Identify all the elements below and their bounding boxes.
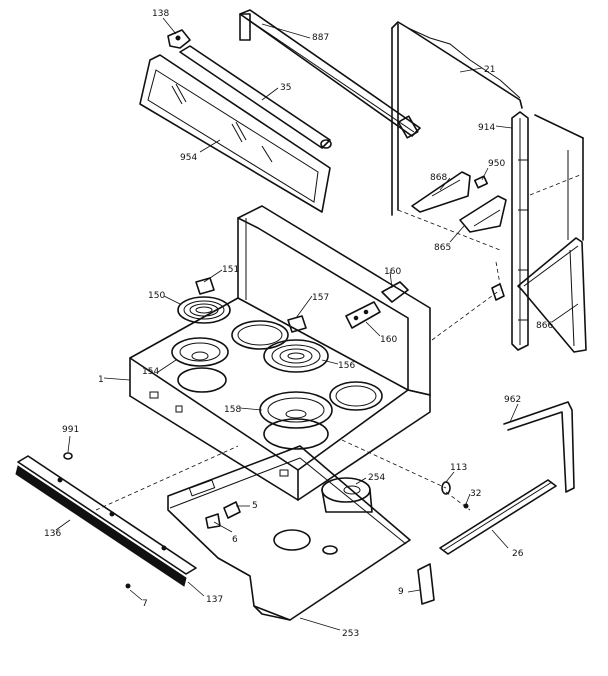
screw-991 <box>63 452 73 460</box>
burner-158 <box>259 391 333 450</box>
label-138: 138 <box>152 9 169 19</box>
rear-rail <box>239 9 421 139</box>
label-253: 253 <box>342 629 359 639</box>
label-7: 7 <box>142 599 148 609</box>
label-868: 868 <box>430 173 447 183</box>
screw-6 <box>205 513 221 529</box>
back-panel <box>391 21 584 251</box>
label-5: 5 <box>252 501 258 511</box>
receptacle-151 <box>195 277 215 295</box>
burner-154 <box>171 337 229 393</box>
label-26: 26 <box>512 549 524 559</box>
label-954: 954 <box>180 153 197 163</box>
label-160-bottom: 160 <box>380 335 397 345</box>
strip-26 <box>439 479 557 555</box>
label-866: 866 <box>536 321 553 331</box>
screw-5 <box>223 501 241 519</box>
callout-labels: 138 887 21 35 954 914 950 868 865 160 15… <box>44 9 553 639</box>
bracket-868 <box>411 171 471 213</box>
label-151: 151 <box>222 265 239 275</box>
label-962: 962 <box>504 395 521 405</box>
switch-160 <box>381 281 409 303</box>
label-154: 154 <box>142 367 159 377</box>
label-157: 157 <box>312 293 329 303</box>
label-914: 914 <box>478 123 495 133</box>
rod <box>179 45 332 149</box>
label-254: 254 <box>368 473 385 483</box>
label-35: 35 <box>280 83 291 93</box>
callout-leaders <box>55 17 579 631</box>
label-865: 865 <box>434 243 451 253</box>
label-9: 9 <box>398 587 404 597</box>
label-6: 6 <box>232 535 238 545</box>
assembly-lines <box>95 289 501 511</box>
side-bracket <box>511 111 529 351</box>
side-trim <box>517 237 587 353</box>
label-158: 158 <box>224 405 241 415</box>
trim-962 <box>503 401 575 493</box>
hinge <box>167 29 191 49</box>
label-137: 137 <box>206 595 223 605</box>
small-bracket <box>491 261 505 301</box>
label-887: 887 <box>312 33 329 43</box>
foot-9 <box>417 563 435 605</box>
bracket-254 <box>321 477 373 513</box>
clip-950 <box>473 175 489 189</box>
label-160-top: 160 <box>384 267 401 277</box>
screw-7 <box>125 583 131 589</box>
bracket-865 <box>459 195 507 233</box>
burner-156 <box>263 339 329 373</box>
label-113: 113 <box>450 463 467 473</box>
burner-150 <box>177 296 231 324</box>
label-991: 991 <box>62 425 79 435</box>
label-156: 156 <box>338 361 355 371</box>
label-136: 136 <box>44 529 61 539</box>
burner-ring-1 <box>231 320 289 350</box>
label-21: 21 <box>484 65 495 75</box>
connector-160 <box>345 301 381 329</box>
glass-panel <box>139 54 331 213</box>
receptacle-157 <box>287 315 307 333</box>
burner-ring-2 <box>329 381 383 411</box>
label-1: 1 <box>98 375 104 385</box>
front-trim <box>15 455 197 587</box>
cooktop <box>129 205 431 501</box>
label-950: 950 <box>488 159 505 169</box>
label-32: 32 <box>470 489 481 499</box>
label-150: 150 <box>148 291 165 301</box>
